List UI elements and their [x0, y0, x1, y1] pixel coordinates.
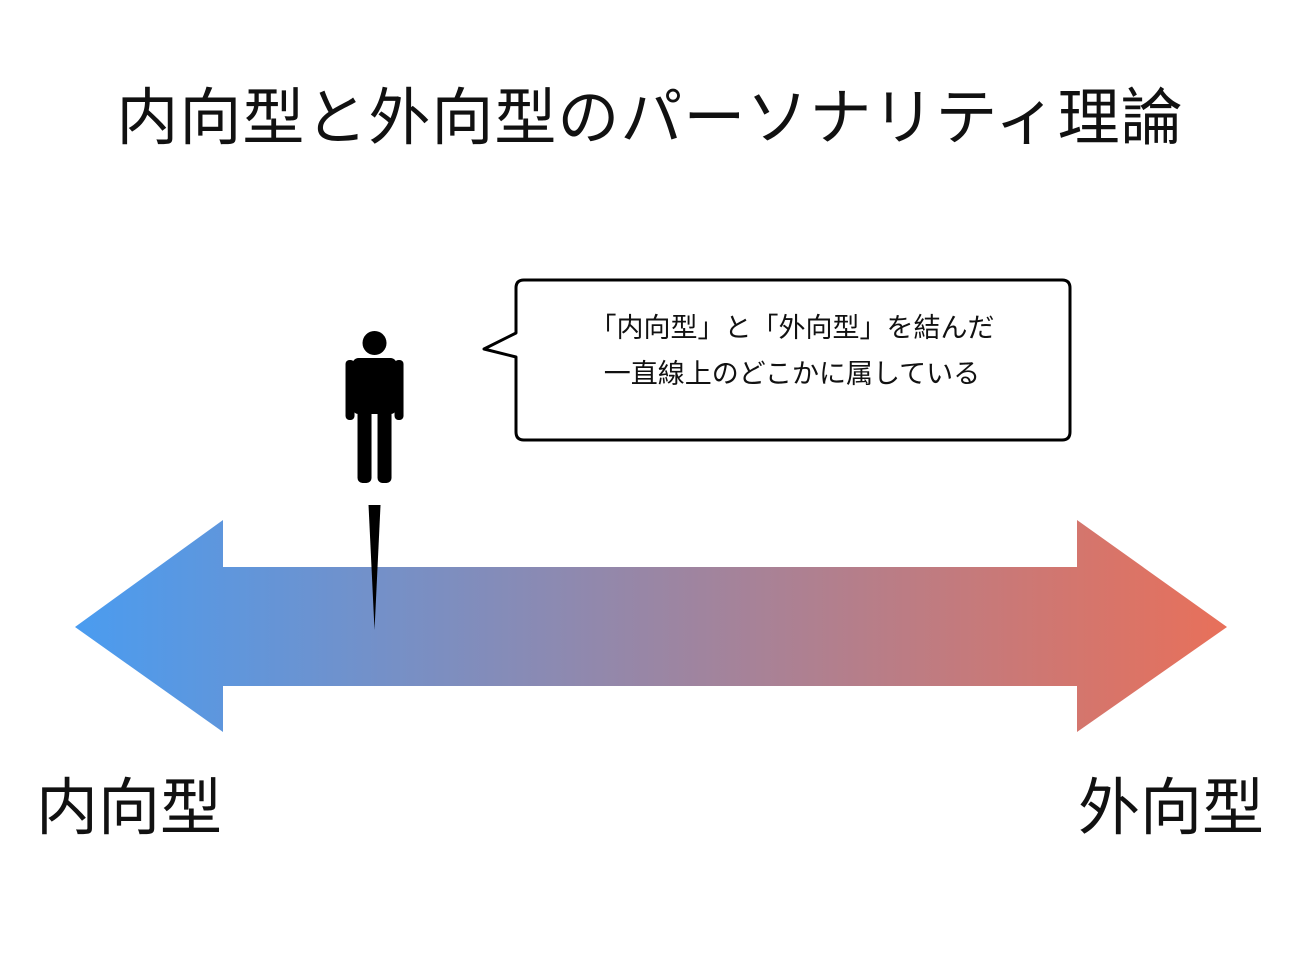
- spectrum-arrow: [75, 520, 1227, 732]
- speech-bubble: [482, 278, 1072, 442]
- speech-bubble-text: 「内向型」と「外向型」を結んだ 一直線上のどこかに属している: [516, 306, 1068, 398]
- extrovert-label: 外向型: [1077, 771, 1264, 844]
- diagram-title: 内向型と外向型のパーソナリティ理論: [116, 81, 1184, 154]
- person-icon: [345, 331, 404, 483]
- position-marker: [368, 505, 381, 630]
- speech-bubble-line-1: 「内向型」と「外向型」を結んだ: [589, 313, 995, 344]
- speech-bubble-line-2: 一直線上のどこかに属している: [603, 359, 981, 390]
- introvert-label: 内向型: [36, 771, 223, 844]
